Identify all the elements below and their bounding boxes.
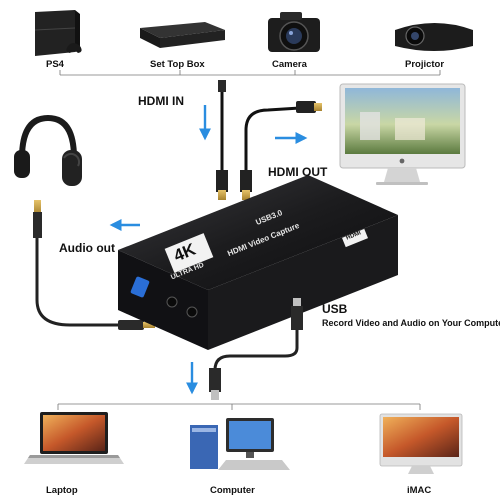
- top-connector-lines: [59, 70, 441, 76]
- hdmi-port-badge: [342, 228, 368, 248]
- hdmi-out-label: HDMI OUT: [268, 165, 328, 179]
- hdmi-in-label: HDMI IN: [138, 94, 184, 108]
- audio-jack-1: [166, 296, 178, 308]
- badge-4k-box: [164, 233, 214, 273]
- imac-icon: [379, 413, 463, 474]
- device-label-camera: Camera: [272, 59, 307, 70]
- usb-description: Record Video and Audio on Your Computer: [322, 318, 500, 328]
- device-label-computer: Computer: [210, 485, 255, 496]
- laptop-icon: [24, 412, 124, 464]
- headphones-icon: [14, 114, 82, 186]
- device-label-set-top-box: Set Top Box: [150, 59, 205, 70]
- ps4-console-icon: [34, 10, 82, 56]
- device-label-laptop: Laptop: [46, 485, 78, 496]
- audio-jack-2: [186, 306, 198, 318]
- hdmi-out-cable: [240, 101, 322, 200]
- camera-icon: [268, 12, 320, 52]
- projector-icon: [395, 23, 473, 51]
- device-label-imac: iMAC: [407, 485, 432, 496]
- device-label-projector: Projictor: [405, 59, 445, 70]
- device-label-ps4: PS4: [46, 59, 64, 70]
- bottom-connector-lines: [57, 403, 421, 410]
- monitor-icon: [339, 83, 466, 185]
- audio-cable: [33, 200, 155, 330]
- usb-cable: [209, 298, 303, 400]
- desktop-computer-icon: [190, 418, 290, 470]
- usb-label: USB: [322, 302, 348, 316]
- capture-device: [118, 175, 398, 350]
- flow-arrows: [109, 105, 308, 395]
- hdmi-in-cable: [216, 80, 228, 200]
- set-top-box-icon: [140, 22, 225, 48]
- usb-port: [130, 276, 150, 298]
- audio-out-label: Audio out: [59, 241, 115, 255]
